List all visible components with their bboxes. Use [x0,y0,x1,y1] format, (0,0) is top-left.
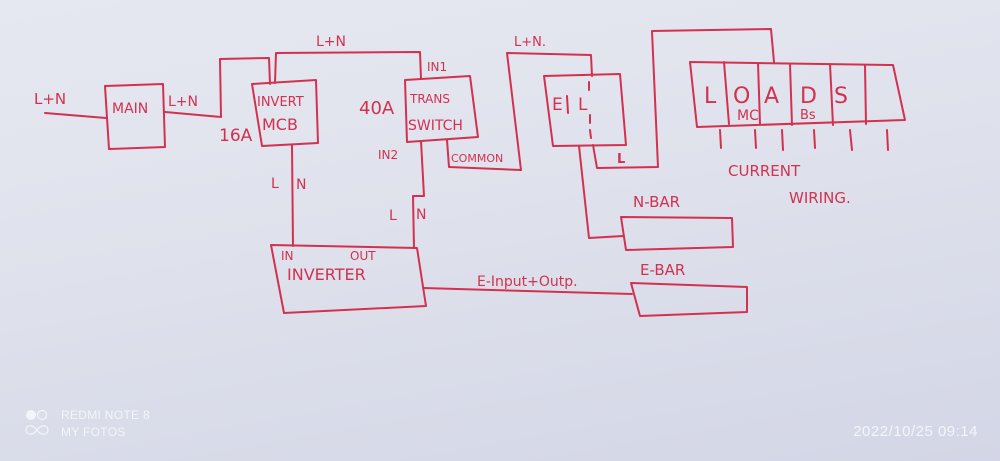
mcb-to-switch-label: L+N [316,34,346,50]
switch-line2: SWITCH [408,118,463,134]
loads-letter-a: A [764,84,779,109]
watermark-device: REDMI NOTE 8 [61,408,150,422]
switch-rating: 40A [359,98,395,119]
switch-common-label: COMMON [451,152,503,165]
loads-letter-s: S [834,84,848,109]
inverter-out-label: OUT [350,249,376,263]
main-label: MAIN [112,101,148,117]
n-bar-box [620,216,734,251]
earth-wire-label: E-Input+Outp. [477,274,578,290]
loads-letter-o: O [733,84,750,109]
switch-in2-label: IN2 [378,148,398,162]
loads-sub-mc: MC [737,108,759,124]
input-label: L+N [34,90,66,108]
main-to-mcb-label: L+N [168,94,198,110]
mcb-to-inverter-wire [291,144,294,247]
loads-circuit-leads [719,129,889,151]
photo-timestamp: 2022/10/25 09:14 [853,423,978,440]
mcb-to-switch-wire [274,51,422,84]
inverter-title: INVERTER [287,265,366,284]
el-box [543,73,627,147]
inverter-mcb-box [251,79,319,147]
mcb-line2: MCB [262,115,298,134]
el-divider [566,95,569,114]
loads-box [689,61,906,128]
input-wire [44,112,107,119]
loads-letter-d: D [800,84,817,109]
mcb-line1: INVERT [257,95,304,110]
el-dashed-line [588,81,592,139]
switch-in1-label: IN1 [427,60,447,74]
e-bar-label: E-BAR [640,261,685,279]
inverter-in-label: IN [281,249,294,263]
el-to-loads-wire [592,28,775,169]
mcb-inv-n-label: N [296,177,306,193]
main-box [104,83,166,150]
current-wiring-line1: CURRENT [728,162,801,180]
current-wiring-line2: WIRING. [789,189,851,207]
earth-wire [422,287,633,295]
dual-camera-icon [25,409,49,435]
inv-switch-l-label: L [389,208,397,224]
el-to-n-bar-wire [578,145,624,239]
transfer-switch-box [404,75,479,143]
e-bar-box [630,282,748,317]
mcb-inv-l-label: L [271,176,279,192]
el-e-label: E [552,95,563,115]
inv-switch-n-label: N [416,207,426,223]
loads-dividers [723,61,867,126]
common-wire [446,139,522,171]
inverter-box [270,244,427,314]
switch-line1: TRANS [409,92,450,106]
inverter-to-switch-wire [412,140,425,249]
n-bar-label: N-BAR [633,193,680,211]
main-to-mcb-wire [164,57,271,118]
el-l-label: L [578,95,588,115]
loads-sub-bs: Bs [800,108,816,123]
el-to-loads-label: L [617,152,625,167]
common-to-el-label: L+N. [514,35,546,50]
mcb-rating: 16A [219,126,253,146]
watermark-app: MY FOTOS [61,425,126,439]
common-to-el-wire [506,52,593,171]
loads-letter-l: L [704,84,717,109]
